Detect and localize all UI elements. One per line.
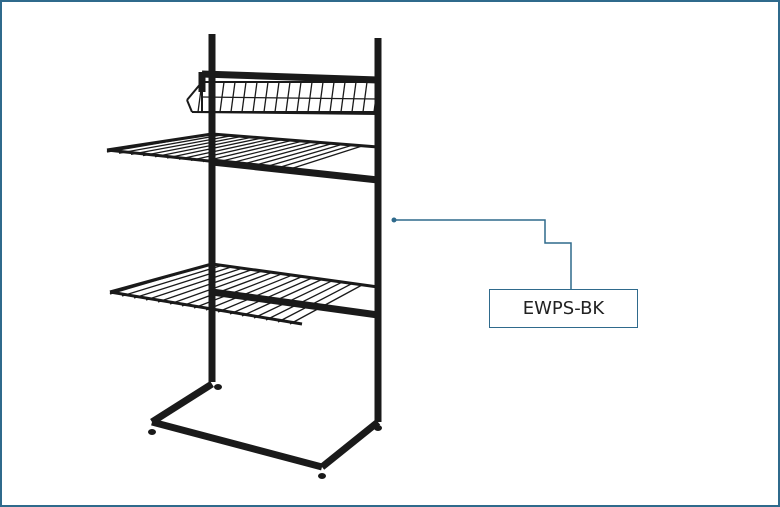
wire: [214, 140, 303, 164]
wire: [296, 81, 302, 113]
wire: [166, 137, 263, 159]
wire: [340, 81, 346, 113]
wire: [205, 274, 293, 311]
wire: [202, 139, 293, 163]
wire: [285, 81, 291, 113]
wire: [133, 266, 233, 299]
wire: [181, 271, 273, 307]
wire: [265, 281, 343, 321]
wire: [229, 277, 313, 315]
wire: [118, 134, 223, 154]
shelf-wires: [106, 133, 363, 325]
wire: [106, 133, 213, 153]
callout-dot: [391, 217, 397, 223]
wire: [226, 141, 313, 165]
wire: [157, 268, 253, 303]
wire: [145, 267, 243, 301]
wire: [169, 270, 263, 305]
wire: [178, 138, 273, 160]
wire: [197, 81, 203, 113]
wire: [351, 81, 357, 113]
wire: [121, 264, 223, 297]
wire: [362, 81, 368, 113]
wire: [277, 283, 353, 323]
wire: [130, 134, 233, 156]
wire: [190, 138, 283, 162]
wire: [373, 81, 379, 113]
wire: [109, 263, 213, 295]
wire: [253, 280, 333, 319]
wire: [263, 81, 269, 113]
wire: [262, 143, 343, 169]
product-code-label: EWPS-BK: [489, 289, 638, 328]
rack-feet: [148, 384, 382, 479]
wire: [307, 81, 313, 113]
wire: [318, 81, 324, 113]
wire: [142, 135, 243, 157]
wire: [274, 144, 353, 170]
wire: [241, 278, 323, 317]
callout-leader-line: [394, 219, 572, 289]
wire: [250, 142, 333, 168]
wire: [329, 81, 335, 113]
wire: [286, 145, 363, 171]
wire: [238, 142, 323, 166]
basket-wires: [197, 81, 379, 113]
wire: [154, 136, 253, 158]
wire: [201, 96, 379, 100]
wire: [217, 276, 303, 313]
wire: [289, 284, 363, 325]
wire: [274, 81, 280, 113]
wire: [193, 273, 283, 309]
